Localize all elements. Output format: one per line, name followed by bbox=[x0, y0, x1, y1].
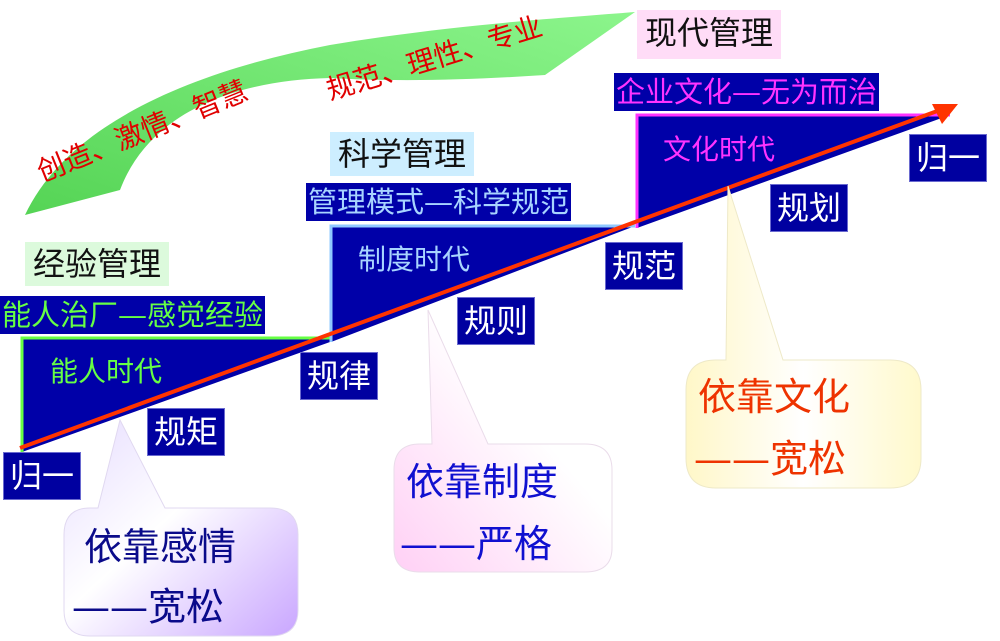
arrow-head-icon bbox=[932, 104, 958, 124]
arc-left-text: 创造、激情、智慧 bbox=[32, 74, 252, 189]
stage3-block bbox=[637, 115, 950, 228]
stage1-motto: 能人治厂—感觉经验 bbox=[0, 296, 266, 334]
tag-start: 归一 bbox=[3, 452, 82, 500]
green-arc-arrow bbox=[25, 12, 635, 215]
bubble2-line1: 依靠制度 bbox=[406, 460, 559, 504]
stage1-title: 经验管理 bbox=[25, 242, 170, 286]
stage2-block bbox=[331, 226, 635, 342]
stage3-border bbox=[635, 113, 950, 228]
tag-guiju: 规矩 bbox=[147, 408, 226, 456]
bubble3-line1: 依靠文化 bbox=[698, 375, 851, 419]
bubble1-line2: ——宽松 bbox=[72, 585, 225, 629]
tag-end: 归一 bbox=[909, 134, 988, 182]
stage2-era: 制度时代 bbox=[358, 243, 471, 276]
stage3-era: 文化时代 bbox=[663, 133, 776, 166]
bubble1-line1: 依靠感情 bbox=[84, 525, 237, 569]
stage3-motto: 企业文化—无为而治 bbox=[614, 73, 880, 111]
tag-guize: 规则 bbox=[457, 297, 536, 345]
stage2-title: 科学管理 bbox=[330, 132, 475, 176]
stage3-title: 现代管理 bbox=[637, 10, 782, 59]
bubble3-line2: ——宽松 bbox=[694, 437, 847, 481]
stage2-motto: 管理模式—科学规范 bbox=[306, 183, 572, 221]
bubble2-line2: ——严格 bbox=[400, 522, 553, 566]
bubble2-shape bbox=[393, 309, 613, 573]
tag-guilv: 规律 bbox=[300, 352, 379, 400]
bubble3-shape bbox=[685, 185, 922, 489]
progress-arrow bbox=[19, 108, 941, 450]
bubble1-shape bbox=[63, 418, 299, 637]
stage2-border bbox=[329, 224, 635, 342]
stage1-block bbox=[22, 338, 330, 452]
stage1-border bbox=[20, 336, 330, 452]
tag-guihua: 规划 bbox=[770, 184, 849, 232]
tag-guifan: 规范 bbox=[605, 242, 684, 290]
stage1-era: 能人时代 bbox=[50, 355, 163, 388]
